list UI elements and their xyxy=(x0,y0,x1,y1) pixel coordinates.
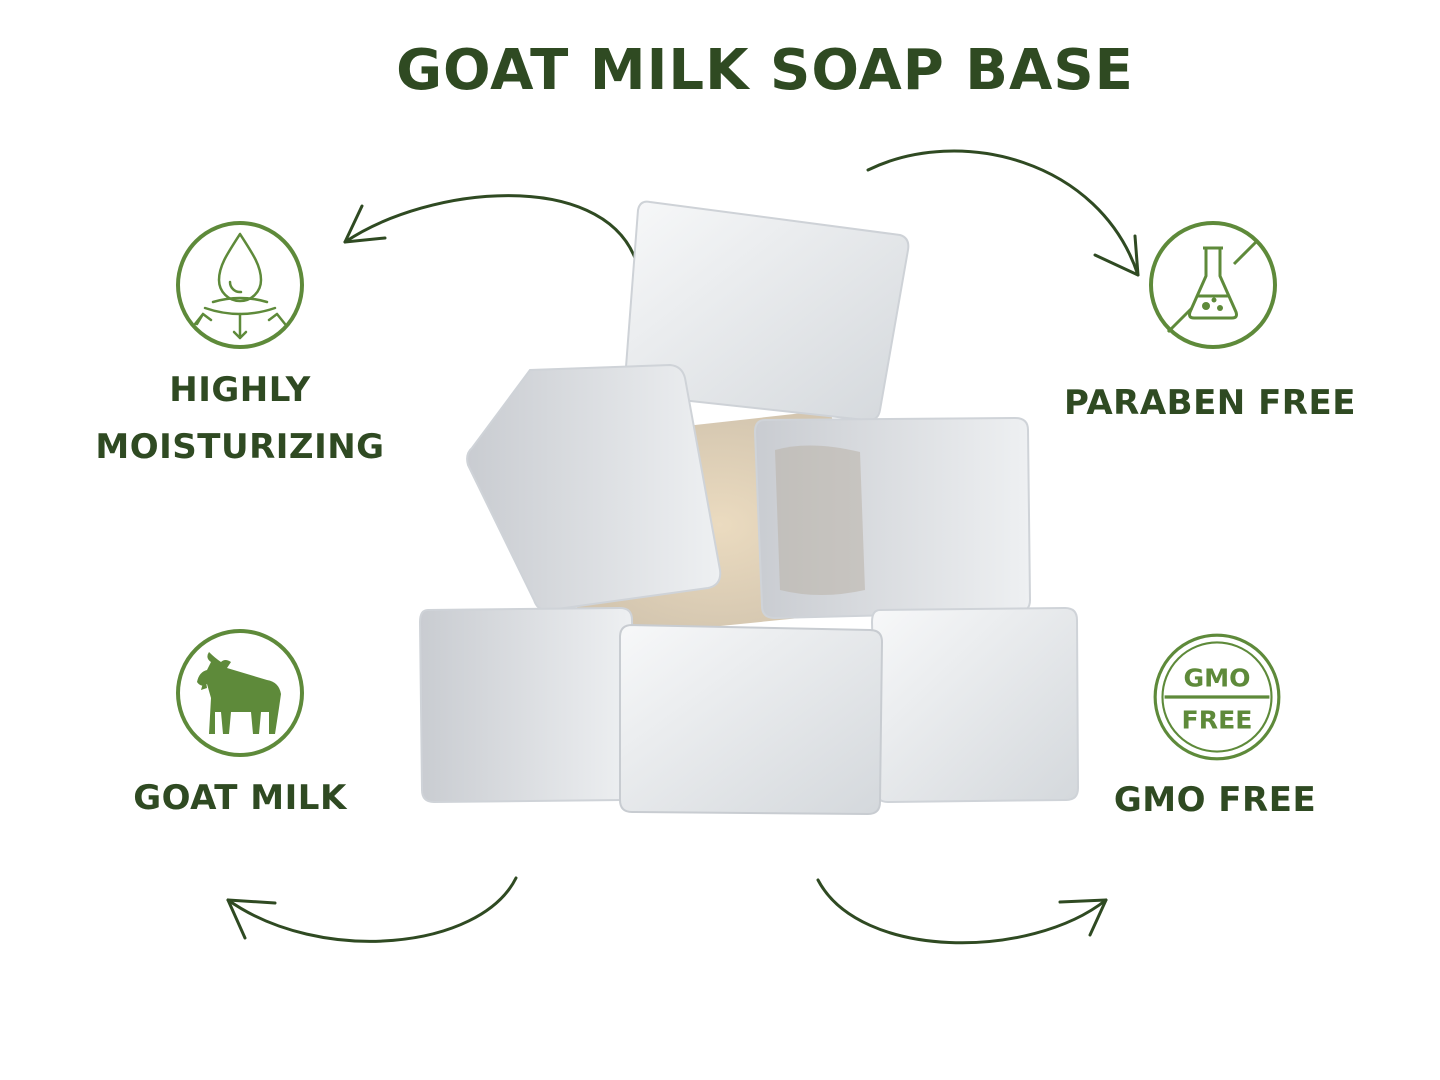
arrow-bottom-right xyxy=(816,878,1108,945)
gmo-free-badge-icon: GMO FREE xyxy=(1153,633,1281,761)
gmo-badge-top: GMO xyxy=(1183,664,1250,693)
arrow-bottom-right-head xyxy=(1058,898,1108,937)
feature-highly-moisturizing: HIGHLY MOISTURIZING xyxy=(80,362,400,476)
arrow-top-left-head xyxy=(343,204,387,244)
page-title: GOAT MILK SOAP BASE xyxy=(396,38,1134,103)
arrow-bottom-left xyxy=(226,876,518,943)
feature-goat-milk: GOAT MILK xyxy=(133,778,347,818)
soap-cubes-image xyxy=(418,200,1080,816)
feature-moisturizing-line2: MOISTURIZING xyxy=(95,427,385,467)
goat-icon xyxy=(176,629,304,757)
arrow-top-right xyxy=(866,149,1140,277)
arrow-top-left xyxy=(343,194,637,260)
water-drop-icon xyxy=(176,221,304,349)
feature-paraben-free: PARABEN FREE xyxy=(1064,383,1356,423)
arrow-top-right-head xyxy=(1093,234,1140,277)
no-chemical-flask-icon xyxy=(1149,221,1277,349)
gmo-badge-bottom: FREE xyxy=(1182,705,1253,734)
arrow-bottom-left-head xyxy=(226,898,277,940)
feature-moisturizing-line1: HIGHLY xyxy=(169,370,311,410)
feature-gmo-free: GMO FREE xyxy=(1113,780,1317,820)
